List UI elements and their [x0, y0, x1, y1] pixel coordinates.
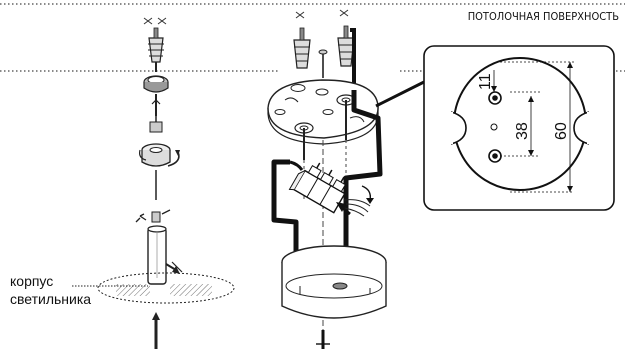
- wall-plug-left: [148, 27, 164, 63]
- bottom-arrow: [316, 330, 330, 349]
- left-assembly: [72, 17, 235, 349]
- dimension-lines: [493, 61, 574, 193]
- ring-washer: [143, 75, 169, 93]
- insert-arrow-icon: [336, 185, 374, 216]
- side-screw-icon: [165, 261, 183, 274]
- wire-ends: [343, 199, 371, 217]
- ceiling-surface-label: ПОТОЛОЧНАЯ ПОВЕРХНОСТЬ: [467, 10, 619, 23]
- housing-ellipse: [97, 272, 235, 304]
- dim-38: 38: [514, 122, 531, 140]
- nut-left: [149, 116, 163, 133]
- housing-label-line2: светильника: [10, 291, 92, 307]
- hole-center: [490, 123, 498, 131]
- screw-2: [151, 94, 161, 116]
- center-screw: [318, 49, 328, 78]
- drill-mark-left: [143, 17, 167, 25]
- housing-label-line1: корпус: [10, 273, 54, 289]
- cable-loop-left: [271, 159, 299, 286]
- dim-60: 60: [553, 122, 570, 140]
- mounting-plate: [267, 79, 379, 145]
- detail-box: 11 38 60: [423, 45, 615, 211]
- callout-pointer: [375, 80, 425, 108]
- drill-mark-mid: [295, 9, 349, 19]
- cable-top: [350, 28, 356, 90]
- wall-plug-mid-1: [293, 27, 311, 69]
- wall-plug-mid-2: [337, 25, 355, 67]
- junction-box: [281, 245, 387, 319]
- dim-arrows: [491, 62, 573, 192]
- hole-top: [488, 91, 502, 105]
- dim-11: 11: [477, 73, 494, 90]
- canopy-cup: [139, 143, 180, 167]
- middle-assembly: [267, 9, 387, 349]
- hole-bottom: [488, 149, 502, 163]
- tube-body: [147, 225, 167, 285]
- bottom-screw: [152, 312, 160, 349]
- terminal-block: [288, 162, 347, 214]
- small-nut-arrows: [135, 209, 171, 223]
